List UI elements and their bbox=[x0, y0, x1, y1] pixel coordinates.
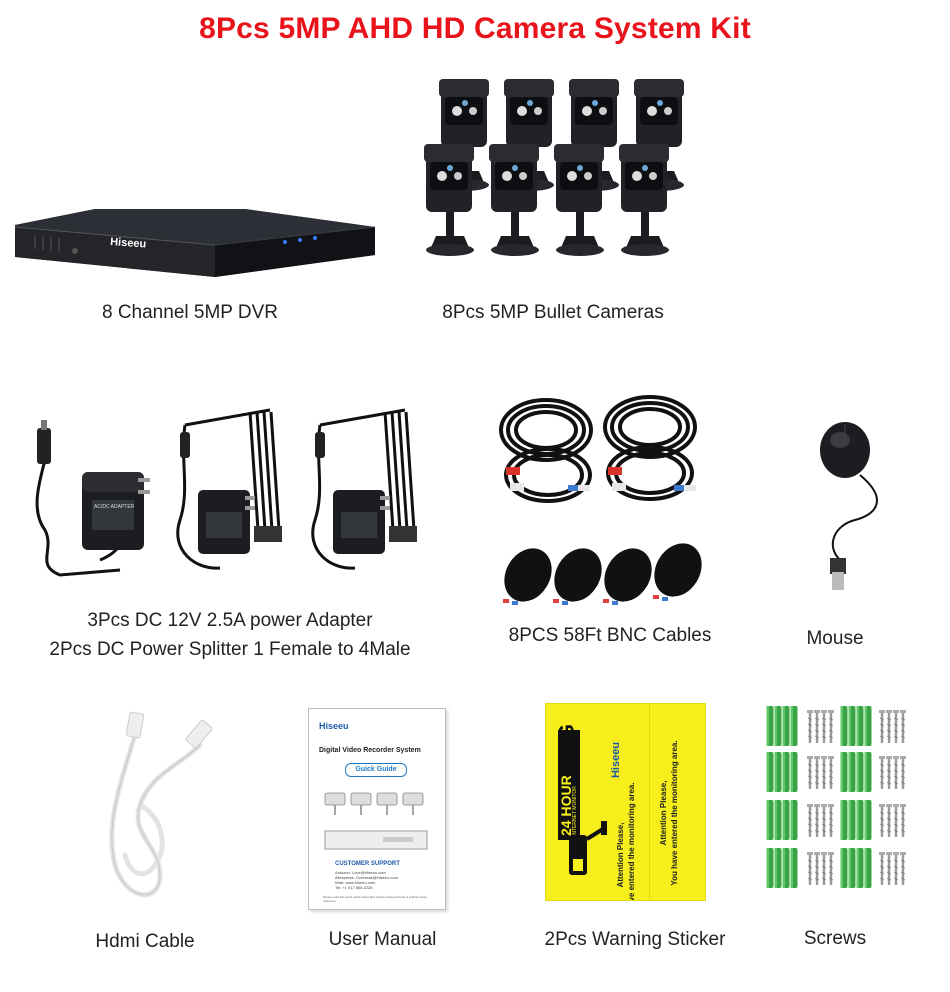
warning-sticker-front: WARNING 24 HOUR INTERNET MONITOR Hiseeu … bbox=[545, 703, 650, 901]
sticker-caption: 2Pcs Warning Sticker bbox=[544, 929, 726, 950]
bullet-cameras-group bbox=[424, 79, 684, 256]
mouse-caption: Mouse bbox=[806, 628, 864, 649]
dvr-caption: 8 Channel 5MP DVR bbox=[101, 302, 279, 323]
sticker-front-notice: Attention Please, You have entered the m… bbox=[615, 760, 637, 901]
adapters-caption-line2: 2Pcs DC Power Splitter 1 Female to 4Male bbox=[49, 639, 411, 660]
cameras-caption: 8Pcs 5MP Bullet Cameras bbox=[442, 302, 664, 323]
hdmi-caption: Hdmi Cable bbox=[95, 931, 195, 952]
user-manual: Hiseeu Digital Video Recorder System Gui… bbox=[308, 708, 446, 910]
network-cable-icon bbox=[109, 711, 213, 898]
manual-caption: User Manual bbox=[328, 929, 437, 950]
manual-camera-illustration bbox=[324, 792, 424, 815]
adapter-label: AC/DC ADAPTER bbox=[94, 504, 135, 510]
screws-block-1 bbox=[766, 706, 907, 746]
sticker-back-attention: Attention Please, bbox=[659, 780, 668, 846]
manual-footnote: Please read this quick guide thoroughly … bbox=[323, 895, 428, 903]
manual-support-line: Aliexpress: Overseas@Hiseeu.com bbox=[335, 875, 398, 880]
manual-support-line: Tel: +1 917 668 2228 bbox=[335, 885, 373, 890]
sticker-back-notice-line: You have entered the monitoring area. bbox=[670, 740, 679, 886]
bnc-caption: 8PCS 58Ft BNC Cables bbox=[508, 625, 712, 646]
manual-heading: Digital Video Recorder System bbox=[319, 747, 421, 754]
manual-dvr-illustration bbox=[324, 830, 428, 850]
screws-block-2 bbox=[766, 752, 907, 792]
sticker-front-attention: Attention Please, bbox=[616, 822, 625, 888]
manual-support-line: Amazon: Love@Hiseeu.com bbox=[335, 870, 386, 875]
sticker-back-notice: Attention Please, You have entered the m… bbox=[658, 718, 680, 908]
manual-support-lines: Amazon: Love@Hiseeu.com Aliexpress: Over… bbox=[335, 870, 398, 890]
manual-support-title: CUSTOMER SUPPORT bbox=[335, 861, 400, 867]
sticker-front-notice-line: You have entered the monitoring area. bbox=[627, 782, 636, 901]
camera-front-row bbox=[424, 144, 669, 256]
mouse-icon bbox=[820, 422, 878, 590]
dvr-recorder-icon: Hiseeu bbox=[14, 209, 376, 277]
manual-brand: Hiseeu bbox=[319, 721, 349, 731]
manual-support-line: Web: www.hiseeu.com bbox=[335, 880, 376, 885]
manual-badge: Guick Guide bbox=[345, 763, 407, 777]
screws-block-4 bbox=[766, 848, 907, 888]
adapters-caption-line1: 3Pcs DC 12V 2.5A power Adapter bbox=[87, 610, 373, 631]
screws-anchors-icon bbox=[766, 706, 907, 888]
screws-caption: Screws bbox=[803, 928, 867, 949]
sticker-camera-icon bbox=[569, 821, 607, 875]
dvr-brand: Hiseeu bbox=[110, 236, 147, 250]
bnc-cable-icon bbox=[499, 395, 702, 605]
screws-block-3 bbox=[766, 800, 907, 840]
power-adapter-icon: AC/DC ADAPTER bbox=[35, 408, 417, 577]
page-title: 8Pcs 5MP AHD HD Camera System Kit bbox=[199, 12, 751, 45]
